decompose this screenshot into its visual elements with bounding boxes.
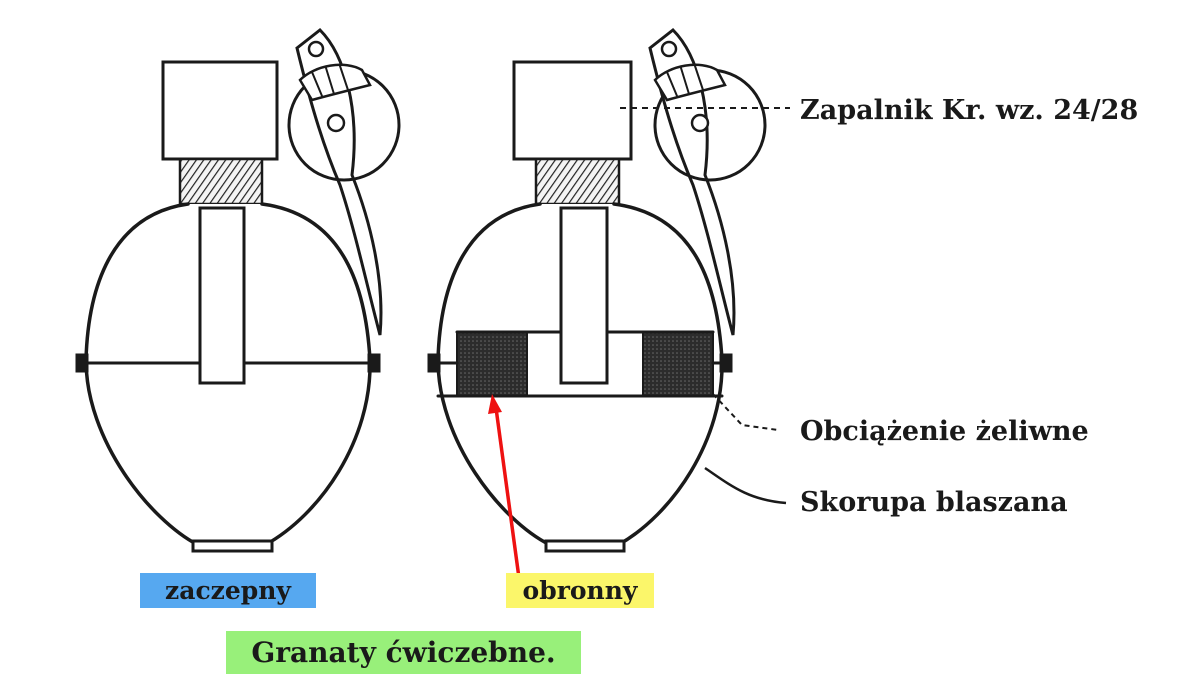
base-plate-right	[544, 539, 626, 553]
leader-lines	[620, 107, 790, 505]
leader-shell	[704, 466, 787, 505]
grip-right	[653, 63, 727, 102]
grip-left	[298, 63, 372, 102]
lug-right-a	[427, 353, 441, 373]
label-cast-weight: Obciążenie żeliwne	[800, 416, 1089, 447]
defensive-grenade	[427, 27, 767, 553]
detonator-tube-left	[198, 206, 246, 385]
lug-right-b	[719, 353, 733, 373]
lug-left-b	[367, 353, 381, 373]
thread-neck-left	[178, 157, 264, 206]
pivot-right	[690, 113, 710, 133]
label-fuze: Zapalnik Kr. wz. 24/28	[800, 95, 1139, 126]
lever-eye-right	[660, 40, 678, 58]
cast-weight-right-block	[642, 331, 714, 397]
fuze-head-left	[161, 60, 279, 161]
detonator-tube-right	[559, 206, 609, 385]
tag-defensive: obronny	[506, 573, 654, 608]
thread-neck-right	[534, 157, 621, 206]
offensive-grenade	[75, 27, 401, 553]
figure-title: Granaty ćwiczebne.	[226, 631, 581, 674]
tag-offensive: zaczepny	[140, 573, 316, 608]
leader-weight	[712, 393, 779, 431]
label-shell: Skorupa blaszana	[800, 487, 1068, 518]
fuze-head-right	[512, 60, 633, 161]
lever-left	[295, 27, 383, 336]
pivot-left	[326, 113, 346, 133]
cast-weight-left-block	[456, 331, 528, 397]
lug-left-a	[75, 353, 89, 373]
red-arrow	[488, 394, 521, 579]
lever-right	[648, 27, 736, 336]
base-plate-left	[191, 539, 274, 553]
lever-eye-left	[307, 40, 325, 58]
